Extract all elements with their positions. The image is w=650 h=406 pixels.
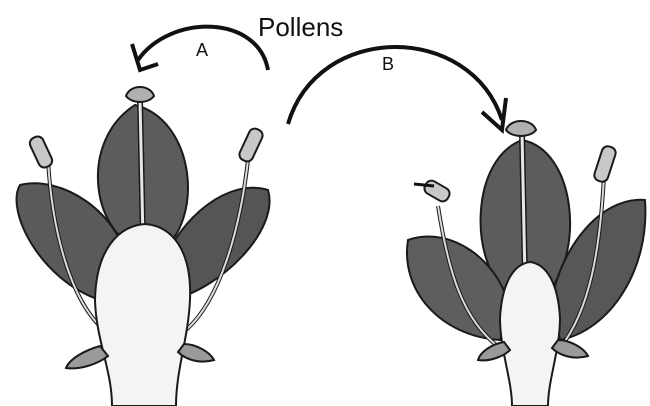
right-receptacle [500, 262, 560, 406]
arrow-a-label: A [196, 40, 208, 60]
flower-right [407, 121, 645, 406]
flower-left [17, 87, 270, 406]
right-sepal-right [552, 340, 588, 358]
left-stigma [126, 87, 154, 102]
right-anther-right [593, 145, 617, 184]
arrow-b-curve [288, 47, 502, 124]
arrow-b-label: B [382, 54, 394, 74]
left-sepal-left [66, 346, 108, 368]
arrow-a-head-icon [132, 44, 158, 70]
right-stigma [506, 121, 536, 136]
right-anther-mark-icon [414, 184, 434, 186]
arrow-a: A [132, 27, 268, 70]
arrow-b: B [288, 47, 506, 130]
left-anther-right [237, 127, 264, 164]
left-sepal-right [178, 344, 214, 362]
left-anther-left [28, 135, 54, 170]
left-receptacle [95, 224, 190, 406]
diagram-title: Pollens [258, 12, 343, 42]
right-anther-left [422, 178, 452, 203]
